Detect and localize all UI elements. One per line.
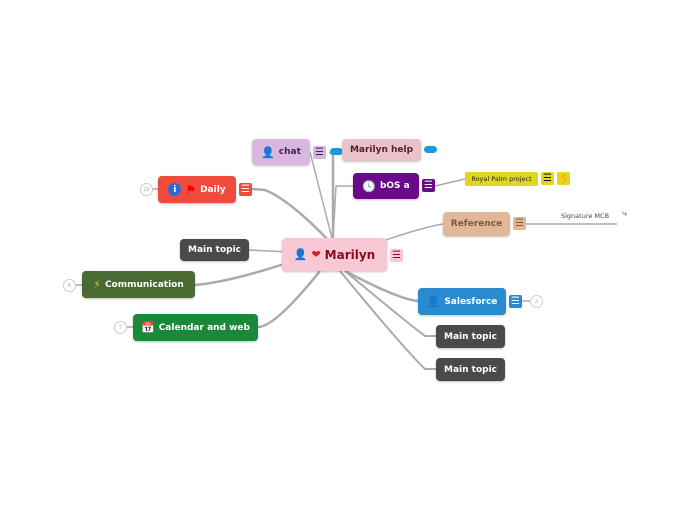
heart-icon: ❤ xyxy=(311,248,321,261)
chat-note-icon[interactable]: ☰ xyxy=(313,146,326,159)
salesforce-cloud-icon xyxy=(424,146,437,153)
clock-icon: 🕓 xyxy=(362,179,376,193)
lightning-icon: ⚡ xyxy=(93,278,101,291)
topic-main-left[interactable]: Main topic xyxy=(180,239,249,261)
salesforce-label: Salesforce xyxy=(444,296,498,307)
topic-calendar[interactable]: 📅 Calendar and web xyxy=(133,314,258,341)
link-icon[interactable]: ⤷ xyxy=(622,209,628,219)
hand-icon: ✋ xyxy=(557,172,570,185)
main-right-2-label: Main topic xyxy=(443,364,497,375)
topic-reference[interactable]: Reference xyxy=(443,212,510,236)
royal-palm-label: Royal Palm project xyxy=(471,175,532,183)
calendar-icon: 📅 xyxy=(141,321,155,334)
royal-palm-note-icon[interactable]: ☰ xyxy=(541,172,554,185)
topic-main-right-1[interactable]: Main topic xyxy=(436,325,505,348)
reference-label: Reference xyxy=(450,219,503,229)
daily-note-icon[interactable]: ☰ xyxy=(239,183,252,196)
central-topic[interactable]: 👤 ❤ Marilyn xyxy=(282,238,387,271)
reference-note-icon[interactable]: ☰ xyxy=(513,217,526,230)
bos-note-icon[interactable]: ☰ xyxy=(422,179,435,192)
daily-label: Daily xyxy=(200,184,226,195)
info-icon: i xyxy=(168,183,182,196)
main-right-1-label: Main topic xyxy=(443,331,497,342)
topic-marilyn-help[interactable]: Marilyn help xyxy=(342,139,421,161)
flag-icon: ⚑ xyxy=(185,182,197,197)
marilyn-help-label: Marilyn help xyxy=(349,145,414,155)
topic-main-right-2[interactable]: Main topic xyxy=(436,358,505,381)
central-label: Marilyn xyxy=(324,247,376,262)
salesforce-cloud-icon xyxy=(330,148,343,155)
subtopic-royal-palm[interactable]: Royal Palm project xyxy=(465,172,538,186)
signature-label[interactable]: Signature MCB xyxy=(561,212,610,220)
topic-daily[interactable]: i ⚑ Daily xyxy=(158,176,236,203)
main-left-label: Main topic xyxy=(187,245,241,255)
salesforce-note-icon[interactable]: ☰ xyxy=(509,295,522,308)
calendar-count[interactable]: 7 xyxy=(114,321,127,334)
chat-label: chat xyxy=(278,147,301,157)
central-note-icon[interactable]: ☰ xyxy=(390,249,403,262)
topic-salesforce[interactable]: 👤 Salesforce xyxy=(418,288,506,315)
bos-label: bOS a xyxy=(379,181,410,191)
topic-bos[interactable]: 🕓 bOS a xyxy=(353,173,419,199)
user-icon: 👤 xyxy=(293,248,308,261)
calendar-label: Calendar and web xyxy=(158,322,250,333)
communication-label: Communication xyxy=(104,279,184,290)
salesforce-count[interactable]: 2 xyxy=(530,295,543,308)
topic-chat[interactable]: 👤 chat xyxy=(252,139,310,165)
daily-count[interactable]: 20 xyxy=(140,183,153,196)
communication-count[interactable]: 8 xyxy=(63,279,76,292)
user-icon: 👤 xyxy=(426,295,441,308)
topic-communication[interactable]: ⚡ Communication xyxy=(82,271,195,298)
user-icon: 👤 xyxy=(261,145,275,159)
